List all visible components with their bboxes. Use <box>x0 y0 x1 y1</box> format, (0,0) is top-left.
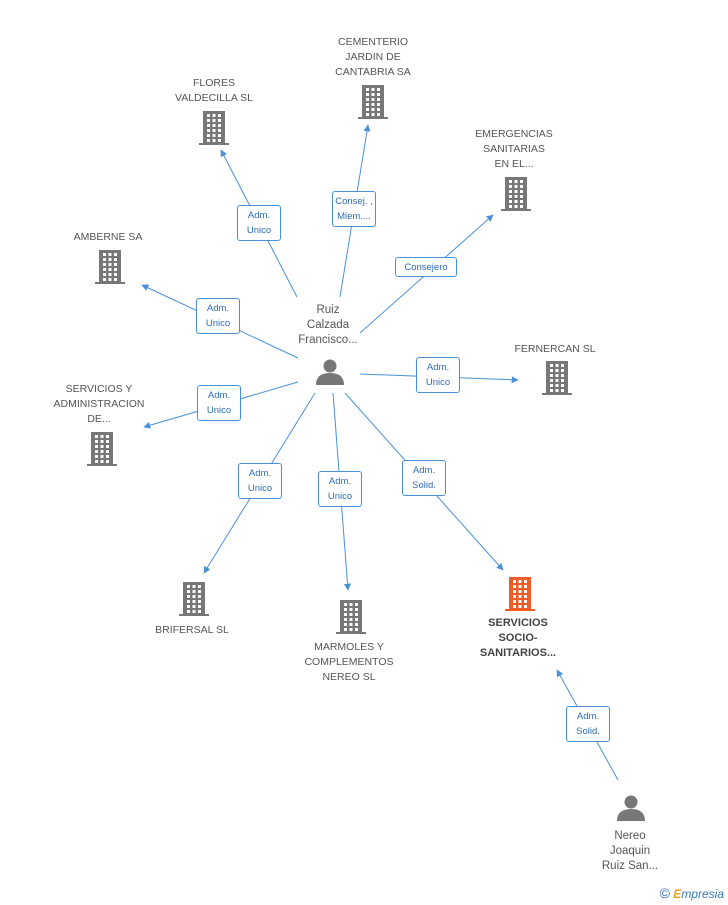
relation-badge-brifersal[interactable]: Adm. Unico <box>238 463 282 499</box>
empresia-brand: © Empresia <box>660 885 724 901</box>
person-label-second[interactable]: Nereo Joaquin Ruiz San... <box>601 830 659 872</box>
relation-badge-emergencias[interactable]: Consejero <box>395 257 457 277</box>
company-label-flores[interactable]: FLORES VALDECILLA SL <box>174 77 254 104</box>
building-icon[interactable] <box>501 177 531 211</box>
building-icon[interactable] <box>358 85 388 119</box>
building-icon[interactable] <box>336 600 366 634</box>
building-icon[interactable] <box>505 577 535 611</box>
relation-badge-nereo[interactable]: Adm. Solid. <box>566 706 610 742</box>
copyright-icon: © <box>659 885 670 901</box>
company-label-servicios-socio[interactable]: SERVICIOS SOCIO- SANITARIOS... <box>479 617 557 659</box>
relation-badge-servicios-socio[interactable]: Adm. Solid. <box>402 460 446 496</box>
person-icon[interactable] <box>617 795 645 822</box>
relation-badge-cementerio[interactable]: Consej. , Miem.... <box>332 191 376 227</box>
company-label-servicios-admin[interactable]: SERVICIOS Y ADMINISTRACION DE... <box>53 383 145 425</box>
person-icon[interactable] <box>316 359 344 386</box>
relation-badge-marmoles[interactable]: Adm. Unico <box>318 471 362 507</box>
company-label-fernercan[interactable]: FERNERCAN SL <box>514 343 596 355</box>
company-label-emergencias[interactable]: EMERGENCIAS SANITARIAS EN EL... <box>475 128 553 170</box>
building-icon[interactable] <box>95 250 125 284</box>
brand-name: mpresia <box>681 887 724 901</box>
relation-badge-fernercan[interactable]: Adm. Unico <box>416 357 460 393</box>
company-label-cementerio[interactable]: CEMENTERIO JARDIN DE CANTABRIA SA <box>335 36 411 78</box>
relation-badge-flores[interactable]: Adm. Unico <box>237 205 281 241</box>
building-icon[interactable] <box>542 361 572 395</box>
person-label-center[interactable]: Ruiz Calzada Francisco... <box>298 304 358 346</box>
company-label-marmoles[interactable]: MARMOLES Y COMPLEMENTOS NEREO SL <box>304 641 394 683</box>
building-icon[interactable] <box>199 111 229 145</box>
company-label-brifersal[interactable]: BRIFERSAL SL <box>155 624 229 636</box>
relation-badge-amberne[interactable]: Adm. Unico <box>196 298 240 334</box>
building-icon[interactable] <box>179 582 209 616</box>
company-label-amberne[interactable]: AMBERNE SA <box>73 231 143 243</box>
relation-badge-servicios-admin[interactable]: Adm. Unico <box>197 385 241 421</box>
brand-initial: E <box>673 887 682 901</box>
building-icon[interactable] <box>87 432 117 466</box>
